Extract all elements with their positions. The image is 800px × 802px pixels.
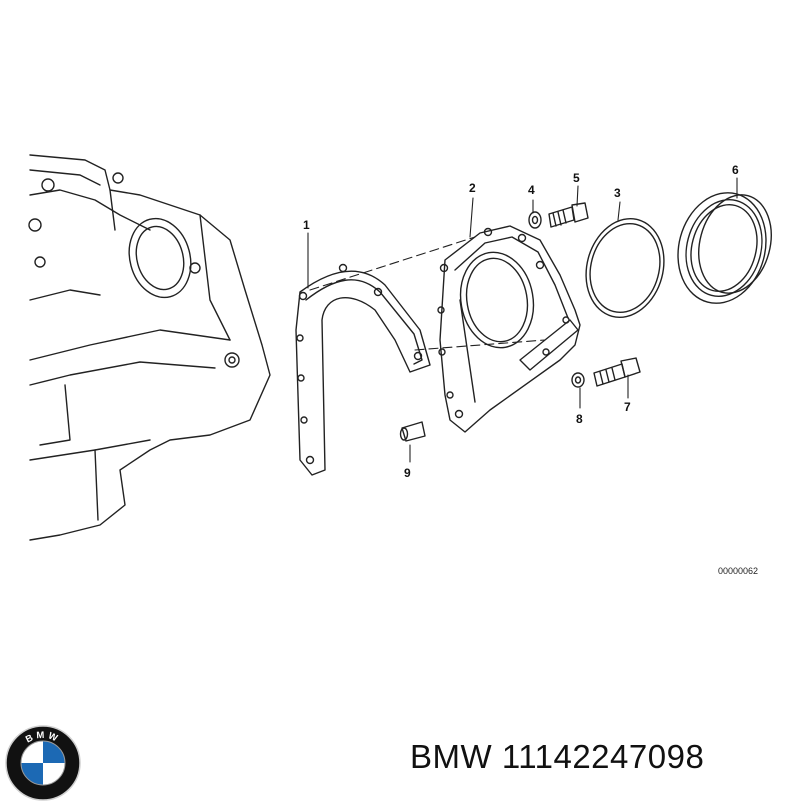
gasket-part-1 xyxy=(295,263,431,476)
callout-7: 7 xyxy=(624,400,631,414)
seal-carrier-part-2 xyxy=(437,225,581,433)
callout-5: 5 xyxy=(573,171,580,185)
callout-6: 6 xyxy=(732,163,739,177)
bolt-part-7 xyxy=(593,357,641,387)
washer-part-8 xyxy=(571,372,585,388)
callout-leaders xyxy=(307,177,738,463)
o-ring-part-3 xyxy=(585,218,665,318)
dowel-sleeve-part-9 xyxy=(399,421,426,442)
drawing-id: 00000062 xyxy=(718,566,758,576)
callout-3: 3 xyxy=(614,186,621,200)
bmw-logo: BMW xyxy=(5,725,81,801)
washer-part-4 xyxy=(528,211,542,229)
part-number-label: BMW 11142247098 xyxy=(410,738,705,775)
callout-4: 4 xyxy=(528,183,535,197)
shaft-seal-part-6 xyxy=(677,192,772,304)
callout-8: 8 xyxy=(576,412,583,426)
engine-block-drawing xyxy=(28,154,271,541)
callout-1: 1 xyxy=(303,218,310,232)
callout-2: 2 xyxy=(469,181,476,195)
callout-9: 9 xyxy=(404,466,411,480)
svg-text:BMW: BMW xyxy=(24,730,62,746)
bolt-part-5 xyxy=(548,202,589,228)
